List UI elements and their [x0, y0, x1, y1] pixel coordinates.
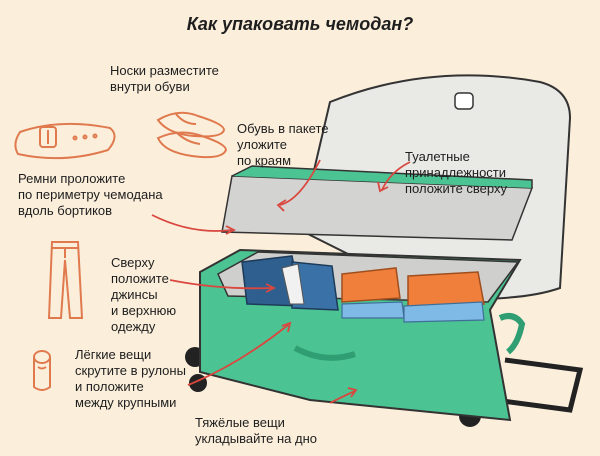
note-toiletries: Туалетные принадлежности положите сверху: [405, 149, 507, 196]
page-title: Как упаковать чемодан?: [186, 14, 414, 34]
jeans-icon: [47, 241, 84, 319]
note-socks: Носки разместите внутри обуви: [110, 63, 219, 94]
note-belts: Ремни проложите по периметру чемодана вд…: [18, 171, 163, 218]
note-jeans: Сверху положите джинсы и верхнюю одежду: [111, 255, 177, 334]
belt-icon: [14, 122, 116, 160]
note-heavy: Тяжёлые вещи укладывайте на дно: [195, 415, 317, 446]
sandals-icon: [156, 111, 228, 159]
rolled-shirt-icon: [33, 350, 51, 391]
note-light: Лёгкие вещи скрутите в рулоны и положите…: [75, 347, 186, 410]
note-shoes: Обувь в пакете уложите по краям: [237, 121, 329, 168]
suitcase-illustration: [185, 74, 584, 427]
